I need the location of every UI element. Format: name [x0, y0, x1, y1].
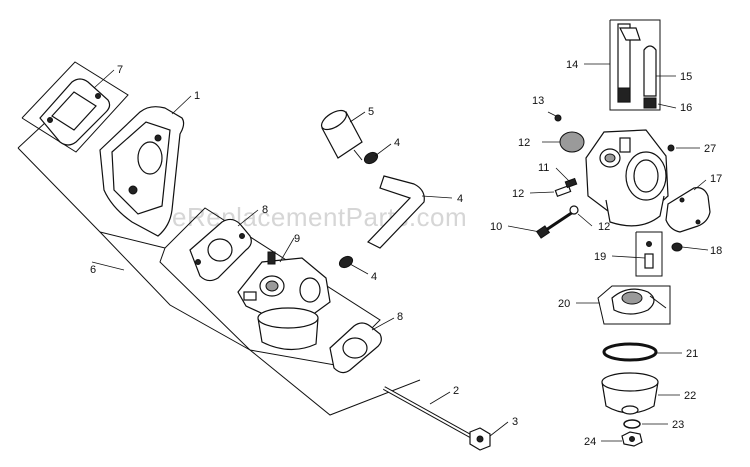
callout-1: 1	[194, 90, 200, 102]
fuel-filter	[320, 109, 363, 161]
callout-18: 16	[680, 102, 692, 114]
callout-21: 19	[594, 251, 606, 263]
callout-12-upper: 11	[538, 162, 549, 174]
callout-19: 17	[710, 173, 722, 185]
diaphragm-screw	[554, 114, 562, 122]
callout-26: 24	[584, 436, 596, 448]
callout-8-upper: 7	[117, 64, 123, 76]
callout-27: 27	[704, 143, 716, 155]
callout-7: 6	[90, 264, 96, 276]
callout-24: 22	[684, 390, 696, 402]
callout-13: 12	[512, 188, 524, 200]
air-cleaner-base	[99, 106, 185, 237]
mounting-stud	[383, 386, 475, 440]
callout-9: 8	[397, 311, 403, 323]
callout-5: 4	[457, 193, 463, 205]
hex-nut	[469, 427, 491, 451]
float-kit-box	[609, 19, 661, 111]
hose-clamp-lower	[338, 255, 354, 269]
idle-pin	[667, 144, 675, 152]
callout-17: 15	[680, 71, 692, 83]
callout-22: 20	[558, 298, 570, 310]
main-jet-needle	[535, 205, 579, 239]
gasket-upper	[39, 78, 111, 146]
hose-clamp-upper	[363, 151, 379, 165]
callout-23: 21	[686, 348, 698, 360]
callout-16: 14	[566, 59, 578, 71]
callout-10: 9	[294, 233, 300, 245]
callout-3: 3	[512, 416, 518, 428]
callout-20: 18	[710, 245, 722, 257]
callout-11: 10	[490, 221, 502, 233]
bowl-nut	[621, 431, 643, 447]
callout-labels: 7 1 6 8 9 8 5 4 4 4 2 3 14 15 16 13 12 2…	[90, 59, 722, 448]
callout-4-upper: 4	[394, 137, 400, 149]
bowl-o-ring	[602, 342, 658, 362]
callout-2: 2	[453, 385, 459, 397]
idle-screw	[554, 177, 578, 197]
carburetor-right	[585, 129, 669, 227]
float-box	[597, 285, 671, 325]
callout-15: 13	[532, 95, 544, 107]
fuel-bowl	[601, 372, 659, 415]
carburetor-left	[237, 251, 331, 351]
leader-lines	[91, 63, 709, 442]
callout-8-lower: 8	[262, 204, 268, 216]
bowl-nut-kit-box	[635, 231, 663, 277]
callout-4-lower: 4	[371, 271, 377, 283]
callout-12-lower: 12	[598, 221, 610, 233]
bowl-gasket-left	[329, 322, 382, 374]
callout-25: 23	[672, 419, 684, 431]
cover-gasket	[665, 187, 711, 233]
fuel-fitting	[671, 242, 683, 252]
gasket-lower	[189, 218, 252, 282]
bowl-washer	[623, 419, 641, 429]
diaphragm	[559, 131, 585, 153]
callout-14: 12	[518, 137, 530, 149]
callout-6: 5	[368, 106, 374, 118]
